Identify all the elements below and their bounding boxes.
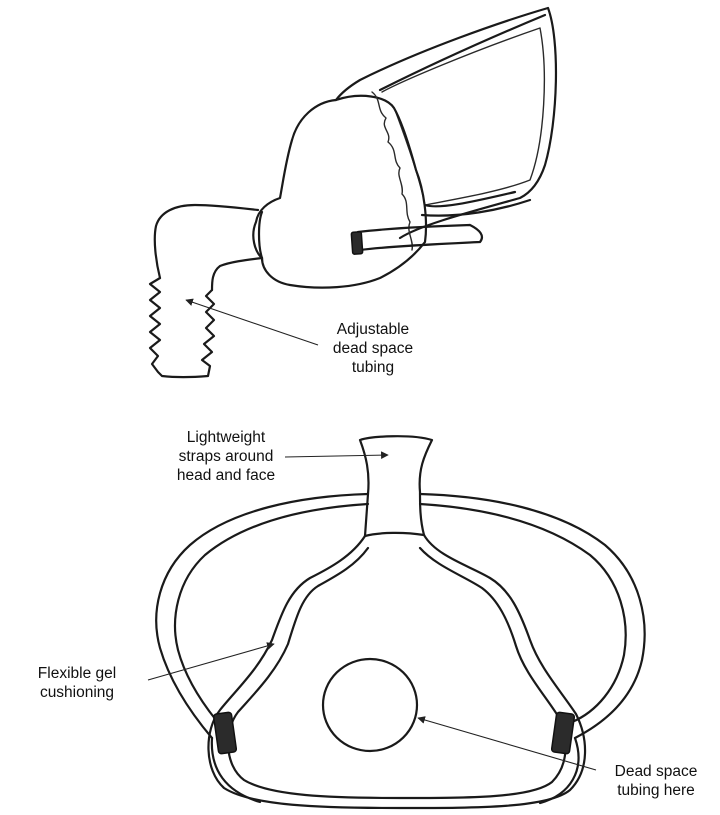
mask-neck: [259, 212, 262, 258]
gel-cushion-inner: [228, 548, 565, 798]
strap-clip-right: [551, 712, 574, 754]
label-straps: Lightweight straps around head and face: [168, 428, 284, 485]
mask-body-seam: [372, 92, 412, 250]
mask-shell-inner-face-2: [395, 110, 425, 205]
arrow-straps: [285, 455, 388, 457]
label-gel-cushioning: Flexible gel cushioning: [6, 664, 148, 702]
arrow-gel-cushioning: [148, 644, 274, 680]
corrugated-tubing: [150, 278, 214, 377]
mask-shell-inner-face: [382, 28, 544, 205]
mask-shell-outline: [336, 8, 548, 100]
elbow-tube: [155, 205, 262, 290]
label-tubing-here: Dead space tubing here: [596, 762, 716, 800]
label-adjustable-tubing: Adjustable dead space tubing: [318, 320, 428, 377]
mask-front-view: [156, 436, 644, 808]
strap-clip-side: [351, 232, 363, 255]
tubing-port: [323, 659, 417, 751]
outer-head-strap: [156, 494, 644, 738]
top-strap: [360, 436, 432, 536]
arrow-adjustable-tubing: [186, 300, 318, 345]
mask-shell-inner-top: [380, 15, 545, 90]
top-strap-base: [365, 533, 424, 536]
